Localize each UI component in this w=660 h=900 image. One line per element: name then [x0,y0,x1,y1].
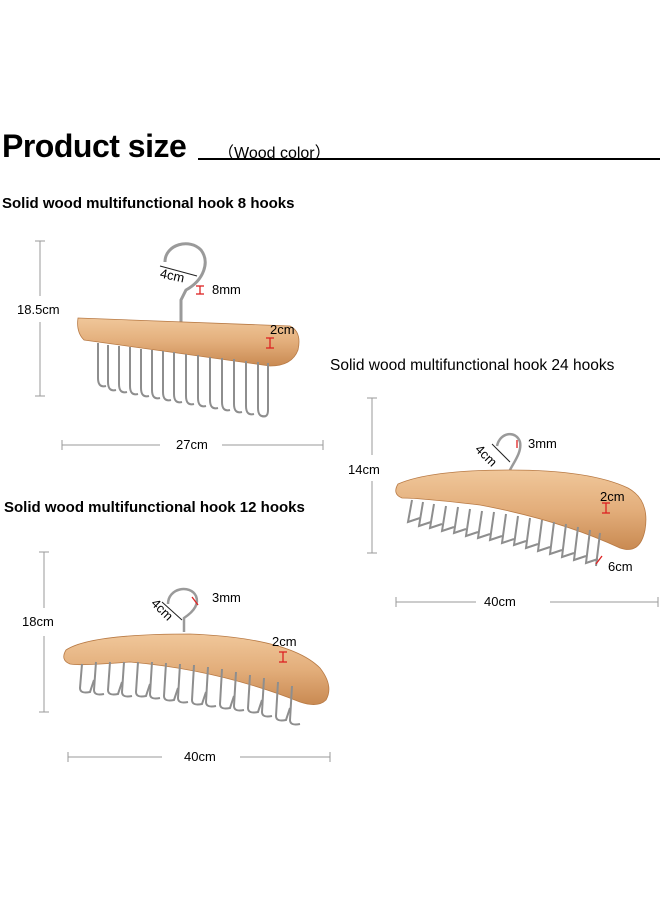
page-subtitle: （Wood color） [218,145,331,162]
top-hook-12 [166,587,199,632]
width-label-12: 40cm [184,749,216,764]
section-title-12-hooks: Solid wood multifunctional hook 12 hooks [4,499,305,516]
title-underline [198,158,660,160]
markers-24 [516,440,610,565]
height-dimension-8 [35,240,45,397]
thickness-label-8: 2cm [270,322,295,337]
hook-length-label-24: 6cm [608,559,633,574]
markers-8 [196,285,274,349]
width-label-8: 27cm [176,437,208,452]
top-hook-8 [163,242,207,326]
height-label-8: 18.5cm [17,302,60,317]
page-title: Product size [2,128,187,164]
height-label-24: 14cm [348,462,380,477]
hooks-24 [406,499,601,567]
hanger-8-hooks [35,240,324,450]
width-dimension-12 [67,752,331,762]
width-dimension-24 [395,597,659,607]
hanger-12-hooks [39,551,331,762]
hanger-24-hooks [367,397,659,607]
section-title-8-hooks: Solid wood multifunctional hook 8 hooks [2,195,295,212]
height-dimension-12 [39,551,49,713]
height-dimension-24 [367,397,377,554]
top-hook-24 [495,433,522,474]
hooks-8 [97,343,269,418]
section-title-24-hooks: Solid wood multifunctional hook 24 hooks [330,357,615,374]
wire-label-12: 3mm [212,590,241,605]
width-dimension-8 [61,440,324,450]
hooks-12 [78,661,301,726]
height-label-12: 18cm [22,614,54,629]
thickness-label-24: 2cm [600,489,625,504]
wire-label-8: 8mm [212,282,241,297]
thickness-label-12: 2cm [272,634,297,649]
wire-label-24: 3mm [528,436,557,451]
markers-12 [191,596,287,663]
width-label-24: 40cm [484,594,516,609]
